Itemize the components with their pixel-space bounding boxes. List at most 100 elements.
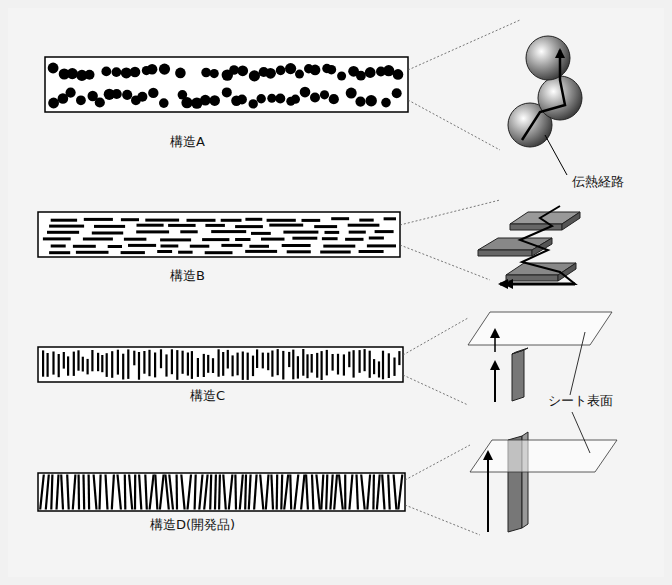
fiber xyxy=(382,351,384,380)
particle xyxy=(112,89,122,99)
fiber xyxy=(106,353,108,377)
fiber xyxy=(87,359,89,375)
particle xyxy=(355,97,365,107)
fiber xyxy=(118,475,121,510)
flake xyxy=(145,219,179,222)
flake xyxy=(269,224,303,227)
flake xyxy=(161,245,179,248)
fiber xyxy=(373,359,375,374)
particle xyxy=(285,63,296,74)
particle xyxy=(85,70,95,80)
flake xyxy=(180,230,197,233)
flake xyxy=(187,219,216,222)
fiber xyxy=(124,475,127,510)
fiber xyxy=(280,475,283,510)
sheet-d xyxy=(38,473,405,511)
particle xyxy=(209,95,220,106)
particle xyxy=(200,95,211,106)
particle xyxy=(276,66,286,76)
particle xyxy=(300,87,311,98)
fiber xyxy=(311,354,313,373)
fiber xyxy=(398,475,402,510)
flake xyxy=(349,231,366,234)
particle xyxy=(122,90,132,100)
fiber xyxy=(214,475,217,510)
fiber xyxy=(112,475,114,510)
particle xyxy=(148,88,158,98)
fiber xyxy=(111,351,113,378)
fiber xyxy=(212,358,214,373)
particle xyxy=(320,90,329,99)
particle xyxy=(210,69,219,78)
flake xyxy=(331,217,349,220)
particle xyxy=(265,68,276,79)
flake xyxy=(261,238,285,241)
particle xyxy=(356,71,366,81)
fiber xyxy=(302,349,304,376)
flake xyxy=(124,238,146,241)
flake xyxy=(345,238,363,241)
flake xyxy=(283,231,318,234)
particle xyxy=(291,95,300,104)
fiber xyxy=(160,475,164,510)
fiber xyxy=(57,475,59,510)
fiber xyxy=(330,475,332,510)
fiber xyxy=(122,354,124,380)
particle xyxy=(392,88,402,98)
flake xyxy=(221,244,242,247)
flake xyxy=(245,250,277,253)
flake xyxy=(43,237,71,240)
particle xyxy=(393,69,404,80)
fiber xyxy=(82,357,84,372)
fiber xyxy=(106,475,108,510)
particle xyxy=(159,98,169,108)
flake xyxy=(369,237,384,240)
fiber xyxy=(176,350,178,380)
fiber xyxy=(199,475,202,510)
text-label: 構造A xyxy=(170,134,205,150)
fiber xyxy=(377,475,380,510)
flake xyxy=(235,238,250,241)
particle xyxy=(366,95,377,106)
filler-c xyxy=(468,312,612,402)
fiber xyxy=(223,475,226,510)
fiber xyxy=(398,351,400,365)
fiber xyxy=(267,353,269,371)
fiber xyxy=(40,475,44,510)
fiber xyxy=(332,354,334,371)
fiber xyxy=(271,351,273,377)
flake xyxy=(160,238,191,241)
fiber xyxy=(382,475,384,510)
fiber xyxy=(100,475,101,510)
flake xyxy=(302,219,321,222)
fiber xyxy=(321,351,323,380)
fiber xyxy=(357,475,358,510)
fiber xyxy=(316,475,320,510)
flake xyxy=(108,245,122,248)
fiber xyxy=(101,355,103,372)
text-label: 構造C xyxy=(190,388,225,404)
fiber xyxy=(326,350,328,376)
flake xyxy=(49,251,70,254)
fiber xyxy=(160,349,162,368)
flake xyxy=(47,231,79,234)
flake xyxy=(205,224,225,227)
particle xyxy=(137,92,147,102)
fiber xyxy=(244,475,247,510)
fiber xyxy=(207,355,209,373)
particle xyxy=(159,64,170,75)
fiber xyxy=(276,475,279,510)
flake xyxy=(121,251,145,254)
flake xyxy=(267,219,296,222)
flake xyxy=(51,219,77,222)
text-label: 構造D(開発品) xyxy=(150,517,235,533)
fiber xyxy=(127,349,129,379)
fiber xyxy=(165,354,167,376)
fiber xyxy=(150,475,154,510)
plate-stack xyxy=(478,206,580,284)
fiber xyxy=(312,475,313,510)
fiber xyxy=(394,475,397,510)
fiber xyxy=(292,350,294,380)
fiber xyxy=(316,353,318,378)
fiber xyxy=(266,475,269,510)
